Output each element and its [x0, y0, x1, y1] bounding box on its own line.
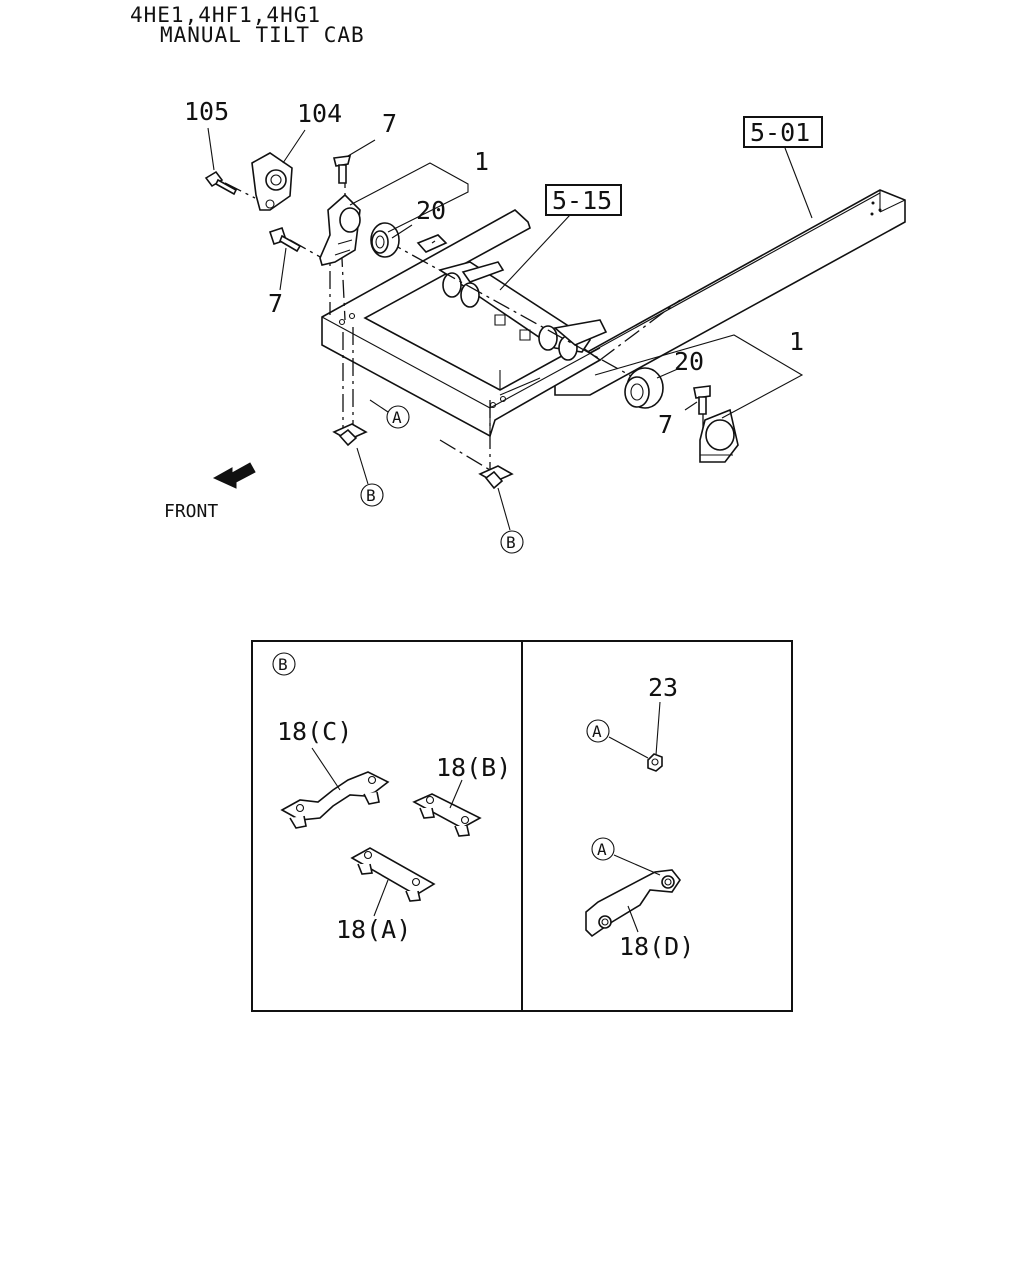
bracket-18d: [585, 869, 681, 938]
callout-5-01: 5-01: [750, 118, 810, 147]
plate-nut-b-left: [332, 423, 368, 447]
nut-23: [647, 753, 663, 772]
marker-a-main: A: [386, 405, 410, 429]
plate-18b: [412, 793, 482, 837]
callout-7-right: 7: [658, 410, 673, 439]
callout-5-15-box: [545, 184, 622, 216]
callout-1-top: 1: [474, 147, 489, 176]
callout-18d: 18(D): [619, 932, 694, 961]
marker-b-left: B: [360, 483, 384, 507]
callout-18a: 18(A): [336, 915, 411, 944]
svg-text:B: B: [506, 533, 516, 552]
left-mount-bracket: [319, 193, 361, 266]
right-mount-bracket: [699, 408, 739, 463]
callout-20-right: 20: [674, 347, 704, 376]
bolt-7-top: [333, 155, 352, 184]
bolt-105: [204, 170, 238, 196]
callout-5-01-box: [743, 116, 823, 148]
svg-text:B: B: [278, 655, 288, 674]
svg-text:A: A: [592, 722, 602, 741]
plate-18a: [350, 847, 436, 902]
svg-text:B: B: [366, 486, 376, 505]
svg-text:A: A: [392, 408, 402, 427]
detail-panel: B 18(C) 18(B) 1: [251, 640, 793, 1012]
callout-1-right: 1: [789, 327, 804, 356]
callout-20-top: 20: [416, 196, 446, 225]
bolt-7-left: [268, 226, 302, 253]
detail-marker-b: B: [272, 652, 296, 676]
cab-mount-frame: [224, 170, 906, 471]
front-label: FRONT: [164, 501, 218, 522]
callout-7-left: 7: [268, 289, 283, 318]
detail-marker-a-top: A: [586, 719, 610, 743]
hinge-bracket-104: [251, 152, 293, 211]
marker-b-center: B: [500, 530, 524, 554]
header-cab-type: MANUAL TILT CAB: [160, 23, 365, 47]
plate-18c: [280, 771, 390, 829]
callout-18c: 18(C): [277, 717, 352, 746]
callout-105: 105: [184, 97, 229, 126]
header-models: 4HE1,4HF1,4HG1: [130, 3, 321, 27]
callout-7-top: 7: [382, 109, 397, 138]
cushion-left: [370, 222, 400, 258]
callout-5-15: 5-15: [552, 186, 612, 215]
bolt-7-right: [693, 385, 711, 415]
front-arrow-icon: [212, 462, 256, 489]
leader-lines: [207, 127, 813, 531]
detail-marker-a-bottom: A: [591, 837, 615, 861]
cushion-right: [624, 367, 664, 409]
plate-nut-b-center: [478, 465, 514, 490]
callout-104: 104: [297, 99, 342, 128]
callout-23: 23: [648, 673, 678, 702]
svg-text:A: A: [597, 840, 607, 859]
callout-18b: 18(B): [436, 753, 511, 782]
